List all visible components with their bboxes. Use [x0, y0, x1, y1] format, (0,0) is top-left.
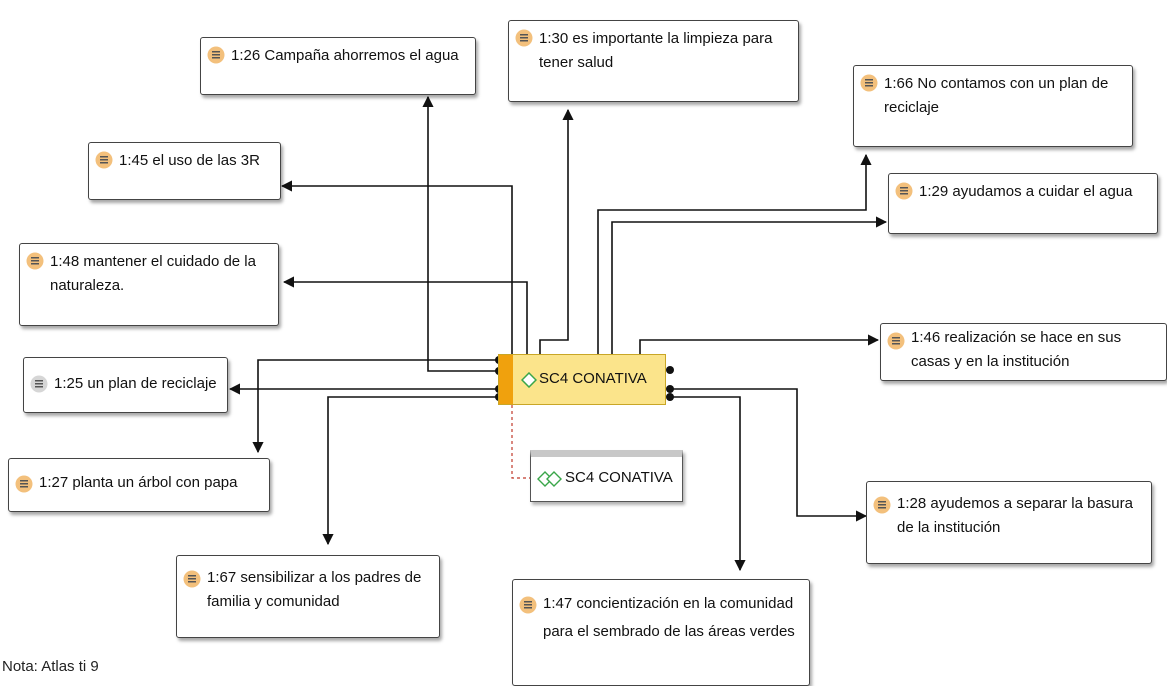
- quote-text: 1:46 realización se hace en sus casas y …: [911, 329, 1122, 370]
- group-link: [511, 405, 530, 479]
- code-node[interactable]: SC4 CONATIVA: [498, 354, 666, 405]
- quotation-icon: [26, 252, 44, 270]
- code-color-bar: [499, 355, 513, 404]
- quote-text: 1:67 sensibilizar a los padres de famili…: [207, 569, 422, 610]
- quote-1-48[interactable]: 1:48 mantener el cuidado de la naturalez…: [19, 243, 279, 326]
- quotation-icon: [895, 182, 913, 200]
- quote-text: 1:66 No contamos con un plan de reciclaj…: [884, 75, 1109, 116]
- quote-1-67[interactable]: 1:67 sensibilizar a los padres de famili…: [176, 555, 440, 638]
- quotation-icon: [183, 570, 201, 588]
- quote-1-27[interactable]: 1:27 planta un árbol con papa: [8, 458, 270, 512]
- link-1-26: [422, 95, 499, 372]
- quotation-icon: [873, 496, 891, 514]
- quote-1-25[interactable]: 1:25 un plan de reciclaje: [23, 357, 228, 413]
- quote-1-26[interactable]: 1:26 Campaña ahorremos el agua: [200, 37, 476, 95]
- quotation-icon: [30, 375, 48, 393]
- link-1-27: [252, 359, 499, 454]
- quotation-icon: [15, 475, 33, 493]
- quote-1-47[interactable]: 1:47 concientización en la comunidad par…: [512, 579, 810, 686]
- link-1-30: [539, 108, 574, 378]
- quote-text: 1:45 el uso de las 3R: [119, 152, 260, 169]
- quote-1-30[interactable]: 1:30 es importante la limpieza para tene…: [508, 20, 799, 102]
- quotation-icon: [207, 46, 225, 64]
- link-1-46: [639, 334, 880, 378]
- quote-text: 1:30 es importante la limpieza para tene…: [539, 30, 773, 71]
- code-group-label: SC4 CONATIVA: [565, 469, 673, 486]
- quote-text: 1:48 mantener el cuidado de la naturalez…: [50, 253, 256, 294]
- quotation-icon: [515, 29, 533, 47]
- code-diamond-icon: [521, 372, 537, 388]
- quotation-icon: [95, 151, 113, 169]
- quote-text: 1:25 un plan de reciclaje: [54, 375, 217, 392]
- link-1-29: [611, 216, 888, 378]
- quote-text: 1:26 Campaña ahorremos el agua: [231, 47, 459, 64]
- quote-text: 1:29 ayudamos a cuidar el agua: [919, 183, 1133, 200]
- quote-1-45[interactable]: 1:45 el uso de las 3R: [88, 142, 281, 200]
- link-1-28: [670, 388, 868, 522]
- quote-1-66[interactable]: 1:66 No contamos con un plan de reciclaj…: [853, 65, 1133, 147]
- link-1-66: [597, 153, 872, 378]
- quotation-icon: [887, 332, 905, 350]
- code-group-node[interactable]: SC4 CONATIVA: [530, 450, 683, 502]
- link-1-48: [282, 276, 528, 378]
- quotation-icon: [519, 596, 537, 614]
- link-1-45: [280, 180, 513, 378]
- link-1-67: [322, 396, 499, 546]
- quote-text: 1:27 planta un árbol con papa: [39, 474, 238, 491]
- quote-text: 1:47 concientización en la comunidad par…: [543, 595, 795, 640]
- quote-1-29[interactable]: 1:29 ayudamos a cuidar el agua: [888, 173, 1158, 234]
- quote-text: 1:28 ayudemos a separar la basura de la …: [897, 495, 1133, 536]
- code-group-icon: [537, 471, 562, 487]
- source-note: Nota: Atlas ti 9: [2, 658, 99, 675]
- quotation-icon: [860, 74, 878, 92]
- quote-1-46[interactable]: 1:46 realización se hace en sus casas y …: [880, 323, 1167, 381]
- quote-1-28[interactable]: 1:28 ayudemos a separar la basura de la …: [866, 481, 1152, 564]
- link-1-47: [670, 396, 746, 572]
- code-label: SC4 CONATIVA: [539, 370, 647, 387]
